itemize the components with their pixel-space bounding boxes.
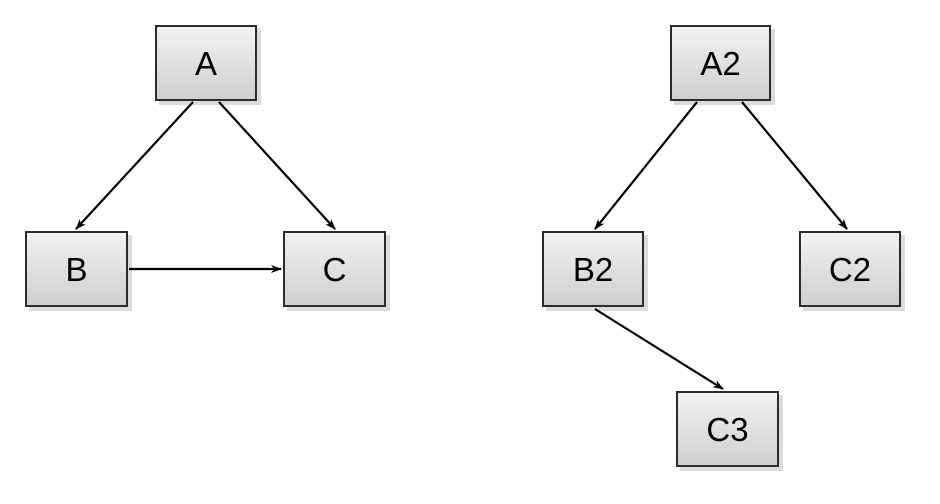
node-label: A2	[700, 44, 741, 82]
edge-group	[75, 101, 848, 390]
edge-b2-to-c3[interactable]	[594, 308, 724, 390]
node-c3[interactable]: C3	[676, 391, 779, 467]
edge-a-to-c[interactable]	[218, 101, 336, 230]
node-label: C	[322, 250, 347, 288]
node-c2[interactable]: C2	[799, 231, 901, 307]
node-label: B2	[572, 250, 614, 288]
node-label: C2	[828, 250, 872, 288]
edge-a2-to-b2[interactable]	[594, 101, 698, 230]
node-label: C3	[706, 410, 749, 448]
node-label: B	[65, 250, 88, 288]
node-c[interactable]: C	[283, 231, 386, 307]
edge-a2-to-c2[interactable]	[741, 101, 848, 230]
node-label: A	[194, 44, 217, 82]
node-b[interactable]: B	[25, 231, 128, 307]
node-b2[interactable]: B2	[542, 231, 644, 307]
edge-a-to-b[interactable]	[75, 101, 194, 230]
node-a[interactable]: A	[155, 25, 257, 101]
node-a2[interactable]: A2	[670, 25, 771, 101]
